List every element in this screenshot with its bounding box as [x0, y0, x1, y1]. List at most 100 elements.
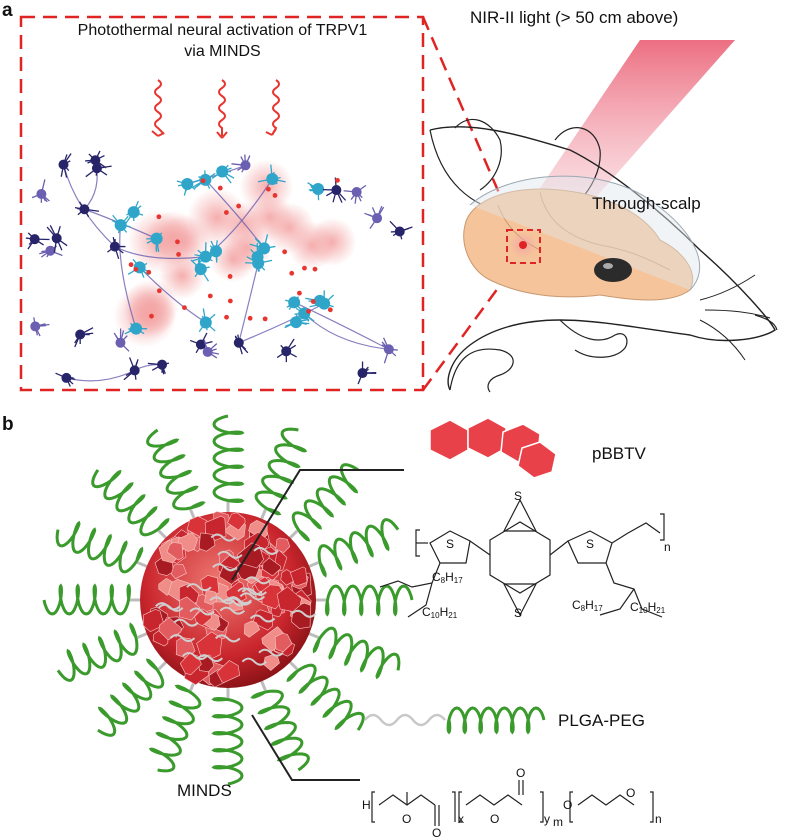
plga-o-2: O [490, 812, 499, 826]
nanoparticle-dot [282, 249, 287, 254]
chain-c8h17-right: C8H17 [572, 598, 603, 613]
neuron [212, 165, 234, 183]
nanoparticle-dot [273, 193, 278, 198]
thiophene-left-s: S [446, 537, 454, 551]
panel-a-caption-line2: via MINDS [30, 41, 415, 62]
nanoparticle-dot [218, 186, 223, 191]
peg-coil [214, 416, 242, 502]
nanoparticle-dot [263, 316, 268, 321]
peg-coil [327, 586, 413, 614]
nanoparticle-dot [289, 271, 294, 276]
nanoparticle-dot [302, 266, 307, 271]
peg-coil [288, 665, 363, 730]
axon [239, 304, 324, 343]
plga-peg-label: PLGA-PEG [558, 711, 645, 731]
neuron [107, 237, 125, 259]
peg-coil [151, 686, 200, 771]
neuron [26, 233, 50, 249]
nir-light-label: NIR-II light (> 50 cm above) [470, 8, 678, 28]
peg-coil [293, 465, 358, 540]
nanoparticle-dot [146, 270, 151, 275]
neuron [148, 360, 169, 375]
nanoparticle-dot [297, 291, 302, 296]
plga-o-carbonyl-1: O [432, 826, 441, 840]
nanoparticle-dot [129, 262, 134, 267]
glow-spot [287, 221, 336, 270]
nanoparticle-dot [311, 299, 316, 304]
peg-coil [148, 430, 203, 509]
nanoparticle-dot [201, 178, 206, 183]
nir-wave-arrows [152, 80, 279, 138]
nanoparticle-dot [266, 187, 271, 192]
panel-a-caption-line1: Photothermal neural activation of TRPV1 [30, 20, 415, 41]
minds-nanoparticle [140, 512, 316, 689]
chain-c10h21-right: C10H21 [630, 600, 665, 615]
mouse-eye [594, 258, 632, 282]
nanoparticle-dot [236, 204, 241, 209]
plga-peg-structure [372, 780, 653, 826]
peg-coil [314, 628, 399, 677]
axon [63, 165, 114, 247]
neuron [75, 202, 99, 217]
neuron [308, 183, 325, 201]
neuron [234, 335, 248, 355]
nanoparticle-dot [328, 307, 333, 312]
neuron [32, 179, 49, 202]
neuron [112, 215, 130, 233]
peg-o-2: O [626, 786, 635, 800]
chain-c10h21-left: C10H21 [422, 605, 457, 620]
thiophene-right-s: S [586, 537, 594, 551]
neuron [199, 308, 215, 331]
nanoparticle-dot [149, 314, 154, 319]
thiadiazole-bottom-s: S [514, 606, 522, 620]
nanoparticle-dot [335, 178, 340, 183]
plga-x: x [458, 812, 464, 826]
plga-o-carbonyl-2: O [516, 766, 525, 780]
leader-line-plga-peg [252, 715, 360, 780]
neuron [39, 246, 62, 257]
nanoparticle-dot [224, 315, 229, 320]
panel-b-label: b [2, 414, 14, 436]
neuron [58, 153, 71, 177]
pbbtv-ribbon-icon [430, 418, 556, 478]
nanoparticle-dot [175, 239, 180, 244]
neural-network [26, 151, 413, 387]
peg-coil [319, 520, 398, 575]
peg-coil [214, 699, 242, 785]
peg-coil [44, 586, 130, 614]
peg-o-1: O [563, 798, 572, 812]
nanoparticle-dot [224, 210, 229, 215]
nanoparticle-dot [313, 267, 318, 272]
neuron [30, 317, 49, 336]
nanoparticle-dot [156, 214, 161, 219]
panel-a-label: a [2, 0, 13, 22]
neuron [323, 178, 346, 203]
nanoparticle-dot [228, 299, 233, 304]
plga-peg-icon [365, 708, 544, 732]
peg-n: n [655, 812, 662, 826]
axon [304, 313, 389, 349]
minds-label: MINDS [177, 781, 232, 801]
neuron [277, 339, 296, 362]
plga-y: y [544, 812, 550, 826]
nanoparticle-dot [248, 316, 253, 321]
pbbtv-structure [380, 500, 664, 617]
nanoparticle-dot [228, 274, 233, 279]
neuron [382, 338, 398, 363]
plga-end-h: H [362, 798, 371, 812]
pbbtv-label: pBBTV [592, 444, 646, 464]
nanoparticle-dot [133, 267, 138, 272]
peg-coil [57, 523, 142, 572]
neuron [344, 185, 366, 203]
thiadiazole-top-s: S [514, 489, 522, 503]
nanoparticle-dot [306, 309, 311, 314]
nanoparticle-dot [182, 305, 187, 310]
nanoparticle-dot [176, 252, 181, 257]
nanoparticle-dot [208, 294, 213, 299]
plga-o-1: O [402, 812, 411, 826]
repeat-n-pbbtv: n [664, 540, 671, 554]
plga-m: m [553, 815, 563, 829]
through-scalp-label: Through-scalp [592, 194, 701, 214]
neuron [357, 361, 376, 384]
neuron [364, 206, 383, 229]
